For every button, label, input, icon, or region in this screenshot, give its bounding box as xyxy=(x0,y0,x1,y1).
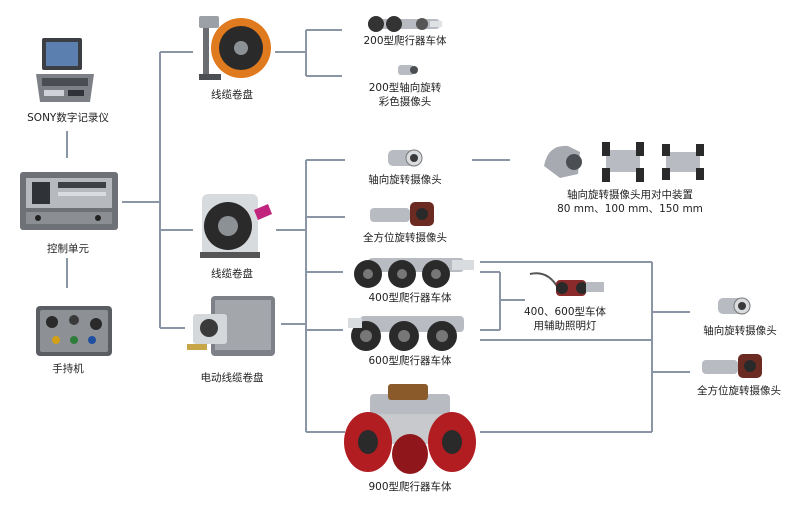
crawler-200-label: 200型爬行器车体 xyxy=(363,35,447,47)
control-unit-image xyxy=(20,172,118,230)
aux-light-label-line2: 用辅助照明灯 xyxy=(533,320,597,332)
axial-camera-200-image xyxy=(398,65,418,75)
crawler-900-label: 900型爬行器车体 xyxy=(368,481,452,493)
cable-reel-2-image xyxy=(200,194,272,258)
crawler-600-image xyxy=(348,316,464,351)
sony-recorder-label: SONY数字记录仪 xyxy=(27,112,109,124)
axial-camera-right-image xyxy=(718,297,751,315)
crawler-200-image xyxy=(368,16,442,32)
axial-camera-right-label: 轴向旋转摄像头 xyxy=(703,325,777,337)
electric-reel-image xyxy=(187,296,275,356)
control-unit-label: 控制单元 xyxy=(47,243,89,255)
cable-reel-1-label: 线缆卷盘 xyxy=(211,89,253,101)
handheld-image xyxy=(36,306,112,356)
axial-camera-label: 轴向旋转摄像头 xyxy=(368,174,442,186)
omni-camera-right-label: 全方位旋转摄像头 xyxy=(697,385,781,397)
omni-camera-right-image xyxy=(702,354,762,378)
crawler-900-image xyxy=(344,384,476,474)
aux-light-label-line1: 400、600型车体 xyxy=(523,306,607,318)
aux-light-image xyxy=(529,272,604,296)
axial-camera-200-label-line2: 彩色摄像头 xyxy=(378,96,432,108)
crawler-400-label: 400型爬行器车体 xyxy=(368,292,452,304)
centering-device-label-line2: 80 mm、100 mm、150 mm xyxy=(557,203,703,215)
cable-reel-2-label: 线缆卷盘 xyxy=(211,268,253,280)
electric-reel-label: 电动线缆卷盘 xyxy=(200,372,264,384)
axial-camera-image xyxy=(388,149,423,167)
crawler-600-label: 600型爬行器车体 xyxy=(368,355,452,367)
sony-recorder-image xyxy=(36,38,94,102)
centering-device-label-line1: 轴向旋转摄像头用对中装置 xyxy=(567,189,693,201)
crawler-400-image xyxy=(354,258,474,288)
centering-device-image xyxy=(544,142,704,182)
axial-camera-200-label-line1: 200型轴向旋转 xyxy=(368,82,442,94)
omni-camera-image xyxy=(370,202,434,226)
cable-reel-1-image xyxy=(199,16,271,80)
handheld-label: 手持机 xyxy=(52,363,84,375)
omni-camera-label: 全方位旋转摄像头 xyxy=(363,232,447,244)
